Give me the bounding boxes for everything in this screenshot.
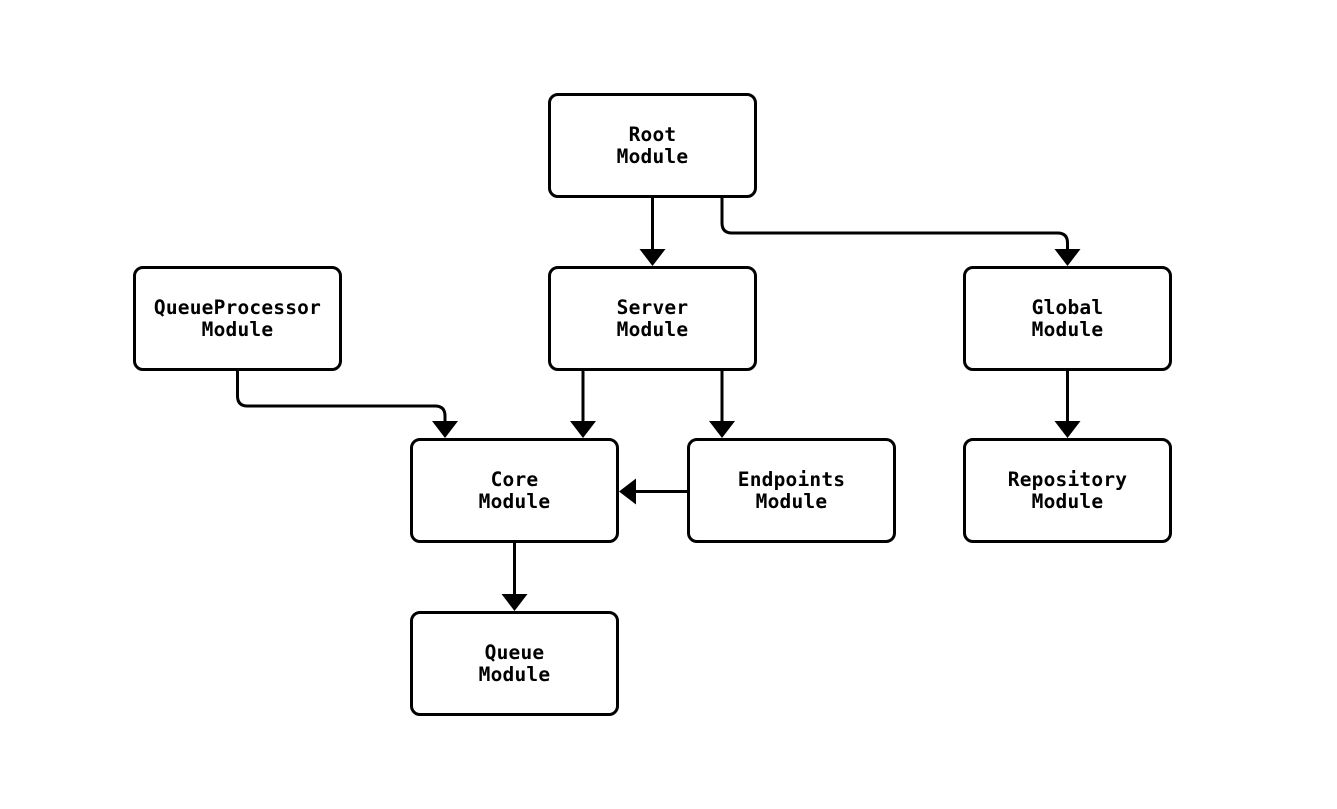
edge-server-endpoints [709,371,735,438]
edge-endpoints-core [619,478,687,505]
edge-root-global-arrowhead-icon [1054,249,1081,266]
node-root-module: Root Module [548,93,757,198]
node-repository-module-label: Repository Module [1007,467,1128,513]
node-server-module: Server Module [548,266,757,371]
node-global-module: Global Module [963,266,1172,371]
edge-global-repository-arrowhead-icon [1054,421,1081,438]
edge-root-server-arrowhead-icon [639,249,666,266]
node-global-module-label: Global Module [1031,295,1104,341]
node-core-module: Core Module [410,438,619,543]
edge-core-queue [501,543,528,611]
edge-server-core [570,371,596,438]
edge-global-repository [1054,371,1081,438]
edge-root-server [639,198,666,266]
edge-queueprocessor-core [236,371,458,438]
edge-endpoints-core-arrowhead-icon [619,478,636,505]
node-queueprocessor-module-label: QueueProcessor Module [153,295,322,341]
node-endpoints-module-label: Endpoints Module [737,467,846,513]
edge-server-core-arrowhead-icon [570,421,596,438]
node-repository-module: Repository Module [963,438,1172,543]
edge-core-queue-arrowhead-icon [501,594,528,611]
edge-root-global-line [720,198,1069,249]
edge-root-global [720,198,1081,266]
node-queue-module: Queue Module [410,611,619,716]
edge-queueprocessor-core-arrowhead-icon [432,421,458,438]
node-server-module-label: Server Module [616,295,689,341]
node-root-module-label: Root Module [616,122,689,168]
node-core-module-label: Core Module [478,467,551,513]
node-endpoints-module: Endpoints Module [687,438,896,543]
edge-queueprocessor-core-line [236,371,447,421]
edge-server-endpoints-arrowhead-icon [709,421,735,438]
node-queue-module-label: Queue Module [478,640,551,686]
node-queueprocessor-module: QueueProcessor Module [133,266,342,371]
